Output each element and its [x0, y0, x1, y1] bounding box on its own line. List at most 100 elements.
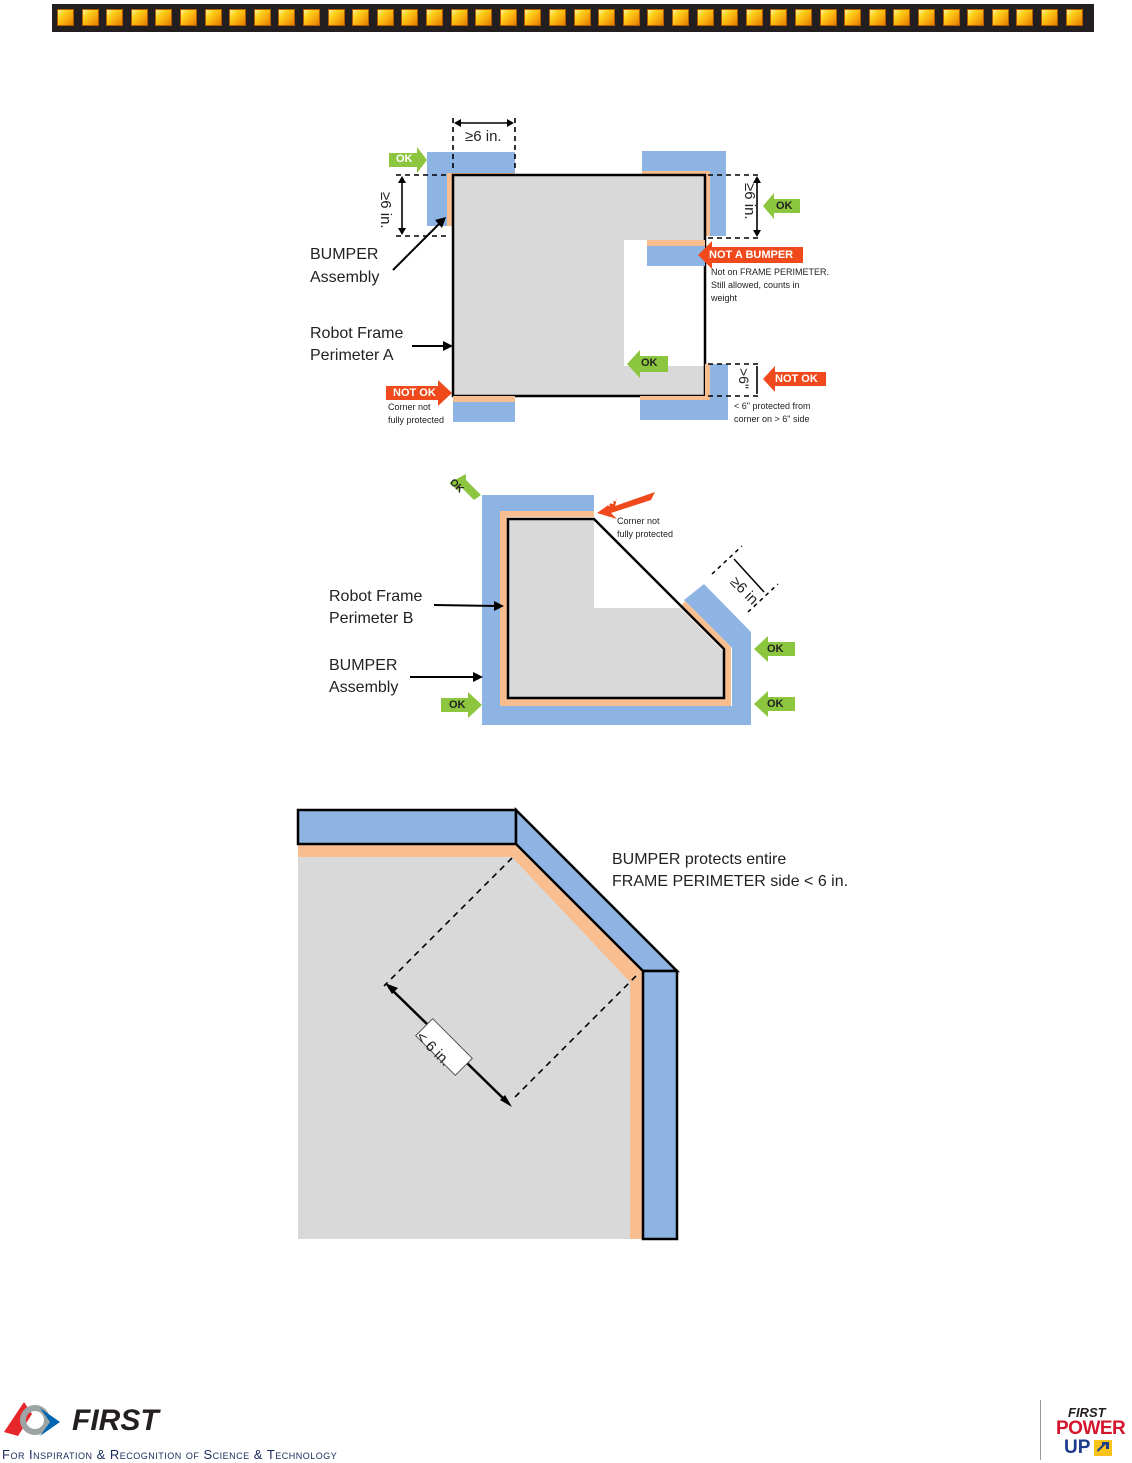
dim-top-label: ≥6 in.: [465, 128, 502, 145]
banner-square-icon: [253, 9, 271, 26]
diagram-c: [296, 806, 681, 1241]
dim-box: [415, 1018, 473, 1076]
note-corner-1: Corner not: [617, 516, 660, 526]
frame-label-line1: Robot Frame: [310, 325, 404, 342]
arrow-logo-icon: [1094, 1440, 1112, 1456]
dim-small-label: >6": [736, 368, 752, 389]
ok-arrow-icon: [754, 636, 795, 662]
note-corner-2: fully protected: [617, 529, 674, 539]
robot-frame-c: [298, 857, 640, 1239]
ok-arrow-icon: [389, 147, 427, 173]
note-lt6-2: corner on > 6" side: [734, 414, 810, 424]
robot-frame-a: [453, 175, 705, 396]
bumper-segment: [710, 151, 726, 236]
banner-square-icon: [303, 9, 320, 26]
banner-square-icon: [81, 9, 99, 26]
banner-square-icon: [1016, 9, 1034, 26]
diagram-b: [410, 474, 795, 725]
bumper-label-line1: BUMPER: [310, 246, 379, 263]
banner-square-icon: [450, 9, 468, 26]
caption-line1: BUMPER protects entire: [612, 851, 787, 868]
frame-label-line1: Robot Frame: [329, 588, 423, 605]
banner-square-icon: [598, 9, 616, 26]
banner-square-icon: [229, 9, 247, 26]
game-logo-first: FIRST: [1068, 1405, 1106, 1420]
not-ok-label: NOT OK: [393, 387, 436, 399]
banner-square-icon: [991, 9, 1009, 26]
pixel-banner: [52, 4, 1094, 32]
banner-square-icon: [524, 9, 542, 26]
frame-edge: [703, 171, 710, 236]
first-wordmark: FIRST: [72, 1404, 159, 1437]
not-bumper-label: NOT A BUMPER: [709, 249, 794, 261]
banner-square-icon: [57, 9, 74, 26]
banner-square-icon: [475, 9, 493, 26]
banner-square-icon: [918, 9, 935, 26]
note-not-frame-2: Still allowed, counts in: [711, 280, 800, 290]
banner-square-icon: [180, 9, 197, 26]
ok-label: OK: [396, 153, 413, 165]
bumper-segment: [453, 402, 515, 422]
banner-square-icon: [204, 9, 222, 26]
frame-label-line2: Perimeter B: [329, 610, 414, 627]
first-tagline: For Inspiration & Recognition of Science…: [2, 1447, 338, 1462]
banner-square-icon: [967, 9, 985, 26]
banner-square-icon: [893, 9, 911, 26]
not-bumper-segment: [647, 246, 705, 266]
ok-label: OK: [449, 699, 466, 711]
banner-square-icon: [672, 9, 689, 26]
ok-arrow-icon: [763, 193, 800, 219]
ok-label: OK: [767, 698, 784, 710]
game-logo-up: UP: [1064, 1437, 1091, 1458]
banner-square-icon: [942, 9, 960, 26]
note-lt6-1: < 6" protected from: [734, 401, 811, 411]
banner-square-icon: [376, 9, 394, 26]
banner-square-icon: [155, 9, 173, 26]
not-bumper-arrow-icon: [698, 241, 803, 269]
note-not-frame-3: weight: [711, 293, 738, 303]
bumper-segment: [427, 152, 515, 173]
banner-square-icon: [401, 9, 419, 26]
bumper-segment: [642, 151, 726, 171]
diagram-a: [386, 118, 826, 422]
banner-square-icon: [795, 9, 812, 26]
banner-square-icon: [647, 9, 665, 26]
robot-frame-b: [508, 520, 724, 697]
banner-square-icon: [721, 9, 739, 26]
frame-edge: [447, 173, 454, 226]
bumper-segment: [427, 152, 447, 226]
banner-square-icon: [1065, 9, 1083, 26]
banner-square-icon: [573, 9, 591, 26]
dim-left-label: ≥6 in.: [377, 192, 394, 229]
banner-square-icon: [278, 9, 296, 26]
banner-square-icon: [745, 9, 763, 26]
caption-line2: FRAME PERIMETER side < 6 in.: [612, 873, 849, 890]
ok-arrow-icon: [627, 350, 668, 378]
ok-label: OK: [776, 200, 793, 212]
dim-right-label: ≥6 in.: [741, 183, 758, 220]
banner-square-icon: [327, 9, 345, 26]
not-ok-arrow-icon: [386, 380, 452, 406]
banner-square-icon: [868, 9, 886, 26]
bumper-label-line1: BUMPER: [329, 657, 398, 674]
banner-square-icon: [819, 9, 837, 26]
bumper-label-line2: Assembly: [310, 269, 380, 286]
ok-label: OK: [767, 643, 784, 655]
bumper-segment: [640, 400, 728, 420]
note-corner-1: Corner not: [388, 402, 431, 412]
banner-square-icon: [106, 9, 124, 26]
note-not-frame-1: Not on FRAME PERIMETER.: [711, 267, 830, 277]
banner-square-icon: [426, 9, 443, 26]
not-ok-arrow-icon: [597, 492, 655, 519]
frame-label-line2: Perimeter A: [310, 347, 394, 364]
ok-label: OK: [641, 357, 658, 369]
banner-square-icon: [1041, 9, 1058, 26]
ok-arrow-icon: [449, 474, 481, 500]
banner-square-icon: [130, 9, 148, 26]
bumper-segment: [641, 969, 679, 1241]
banner-square-icon: [622, 9, 640, 26]
banner-square-icon: [696, 9, 714, 26]
bumper-segment: [296, 808, 518, 846]
not-ok-label: NOT OK: [775, 373, 818, 385]
banner-square-icon: [549, 9, 566, 26]
